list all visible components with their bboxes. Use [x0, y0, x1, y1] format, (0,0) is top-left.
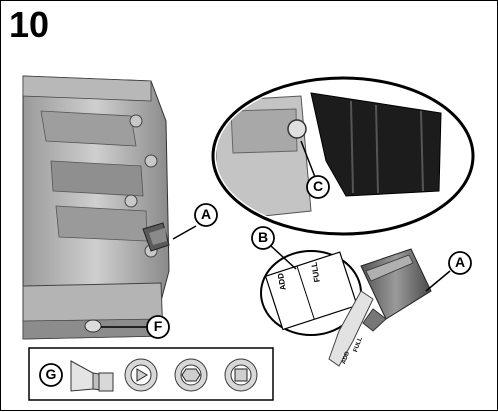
callout-a-bottom-label: A [454, 254, 466, 270]
callout-a-bottom [425, 251, 472, 292]
callout-c [300, 140, 330, 199]
engine-block [22, 75, 170, 340]
hex-socket-icon [174, 358, 208, 392]
callout-f-label: F [153, 318, 163, 334]
callout-g-label: G [45, 366, 57, 382]
step-number: 10 [9, 4, 50, 45]
zoom-detail [211, 76, 475, 236]
tool-row [28, 347, 274, 401]
callout-b-label: B [257, 229, 269, 245]
callout-a-top [172, 203, 218, 240]
triangle-socket-icon [124, 358, 158, 392]
callout-f [101, 315, 170, 339]
callout-g [39, 363, 63, 387]
square-socket-icon [224, 358, 258, 392]
callout-a-top-label: A [200, 206, 212, 222]
plug-tool-icon [70, 360, 114, 392]
dipstick [328, 248, 432, 367]
callout-b [251, 226, 297, 270]
callout-c-label: C [312, 178, 324, 194]
